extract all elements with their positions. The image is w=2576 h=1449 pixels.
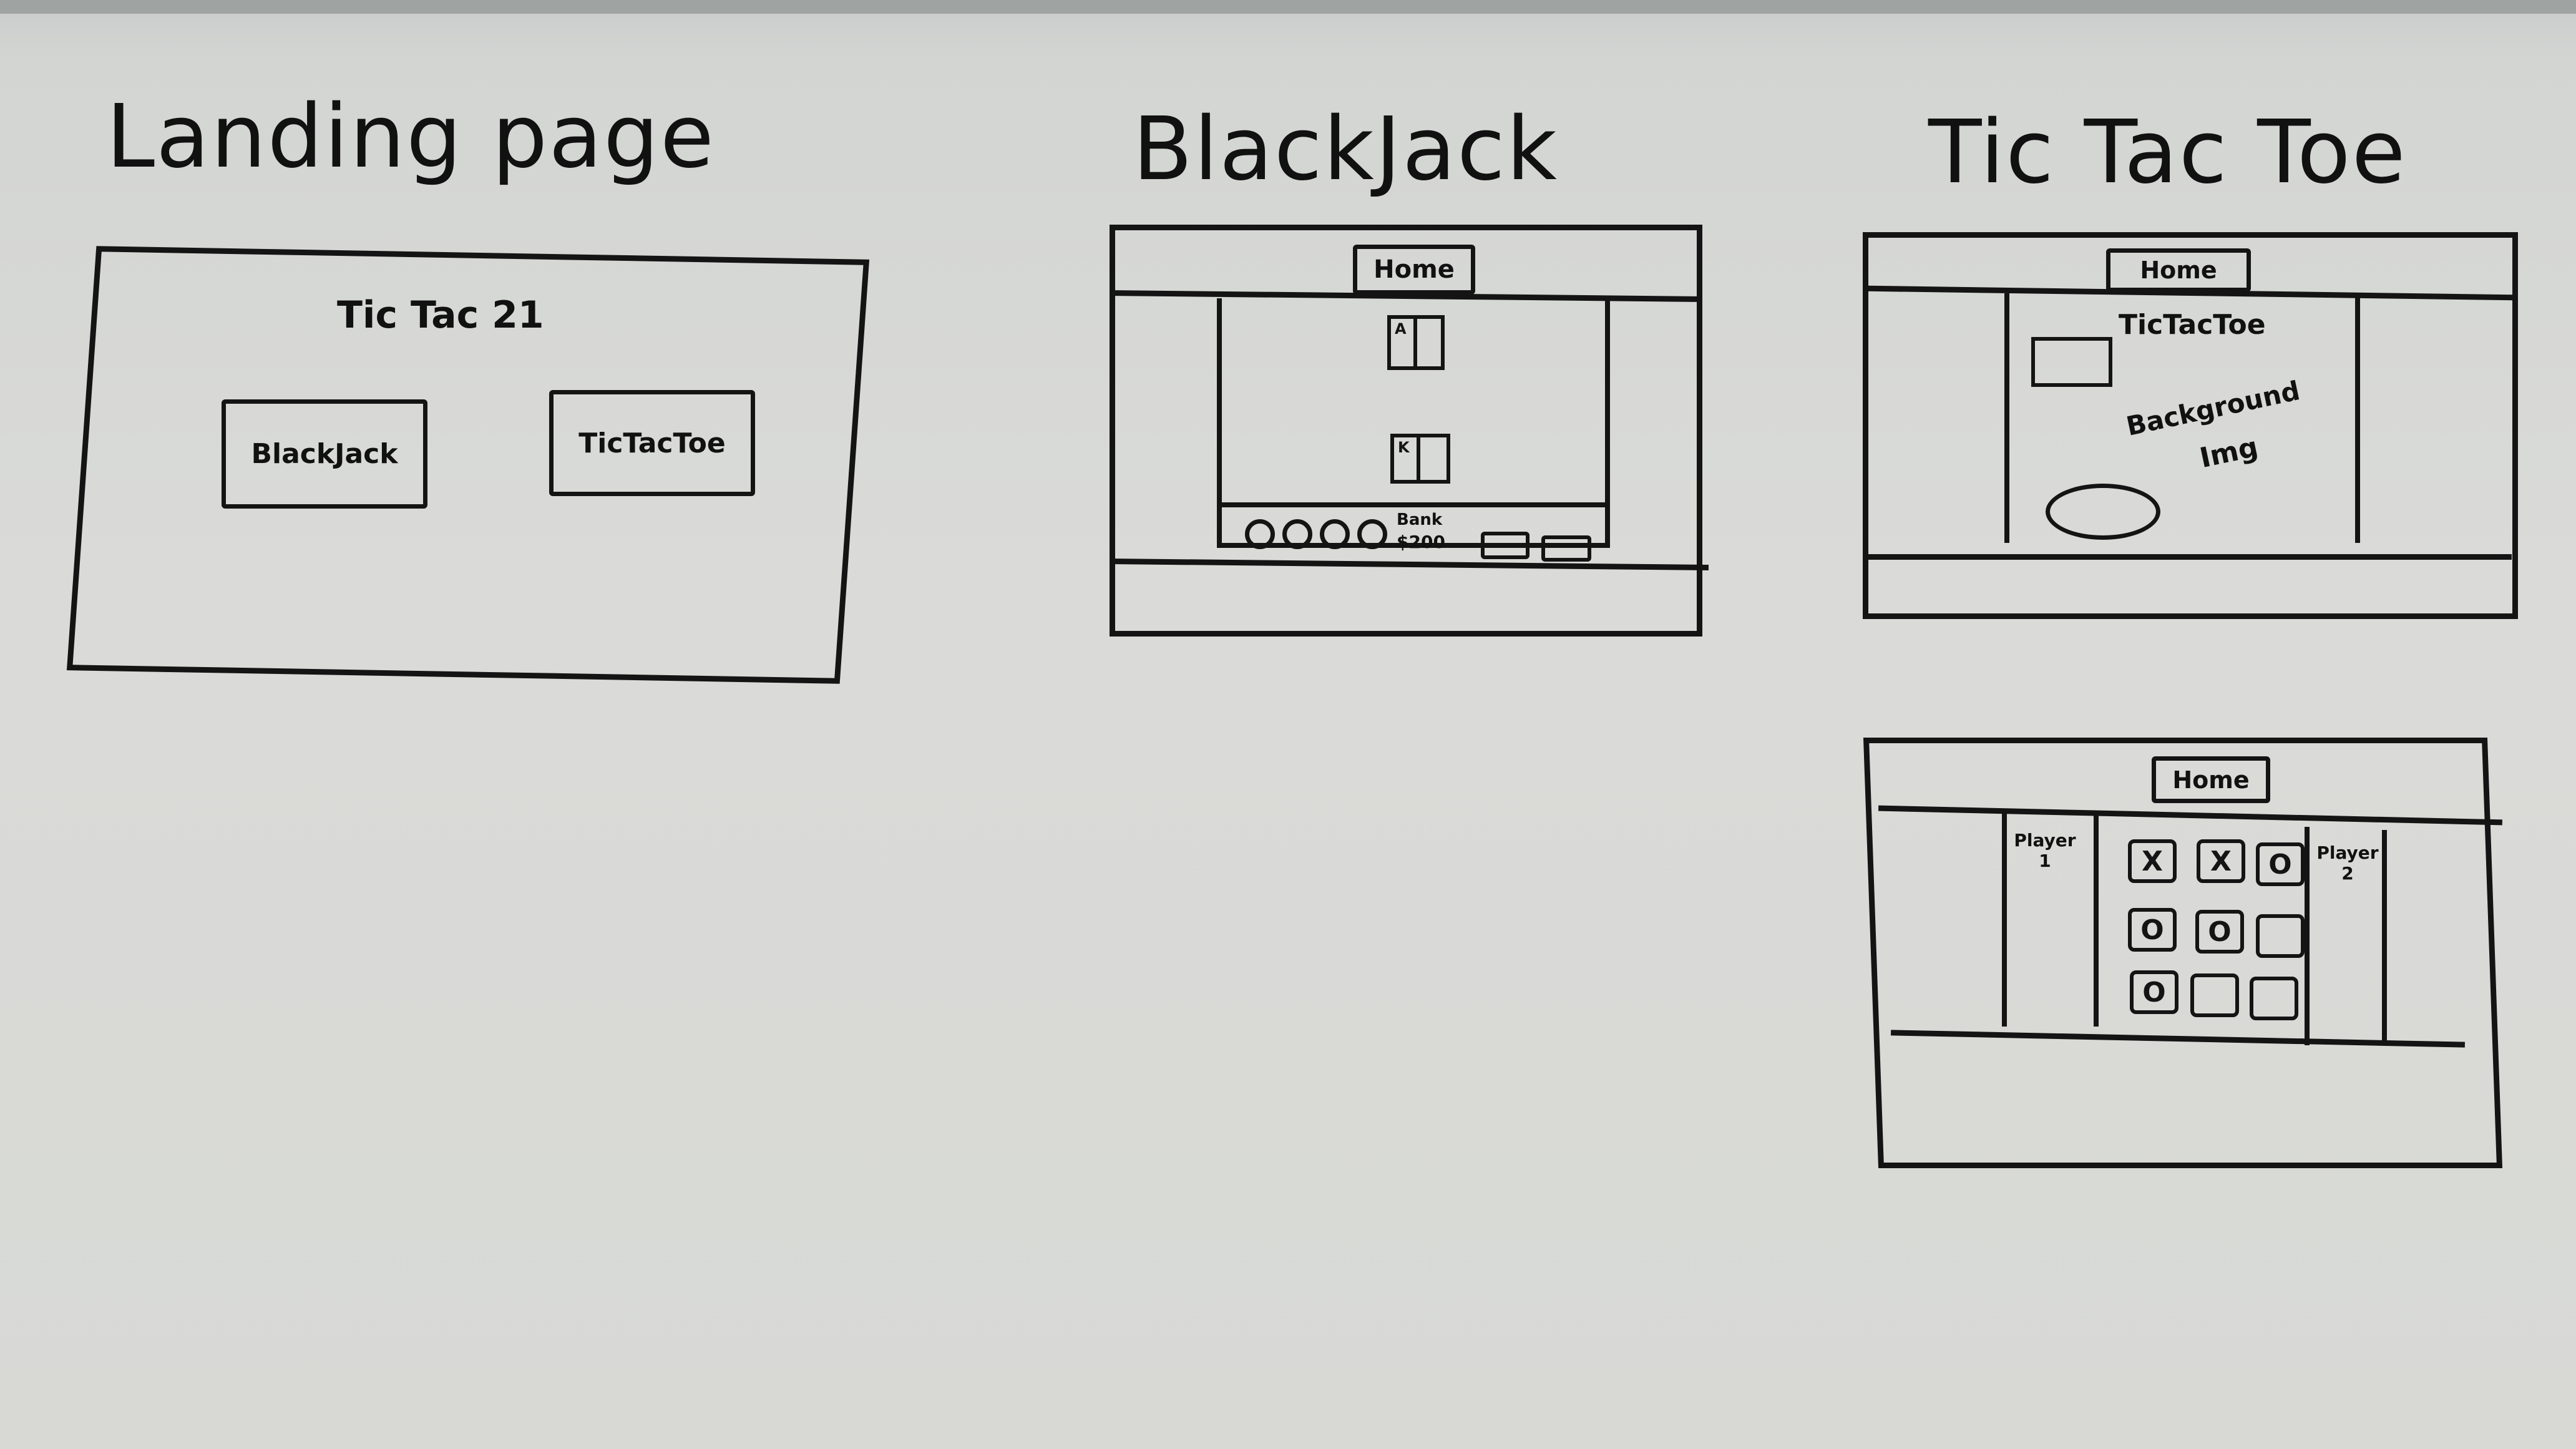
board-cell-5[interactable]: O [2195,910,2244,954]
hit-button[interactable] [1481,532,1530,559]
player-right-divider-b [2382,830,2387,1045]
blackjack-home-button[interactable]: Home [1353,245,1475,295]
player-left-label: Player 1 [2014,830,2076,871]
blackjack-table-bottom [1217,502,1610,507]
tictactoe-button[interactable]: TicTacToe [549,390,755,496]
player-card-split [1417,434,1420,484]
tictactoe-intro-home-button[interactable]: Home [2106,248,2251,292]
blackjack-button[interactable]: BlackJack [222,399,427,509]
tictactoe-intro-frame [1863,232,2518,619]
bank-value: $200 [1397,532,1445,552]
blackjack-table-area [1217,298,1610,548]
player-right-label: Player 2 [2316,842,2379,884]
board-cell-7[interactable]: O [2130,970,2178,1014]
player-left-divider-b [2094,811,2099,1027]
board-cell-1[interactable]: X [2128,839,2177,883]
dealer-card-value: A [1395,320,1407,338]
player-card-value: K [1398,439,1410,456]
player-left-divider-a [2002,811,2007,1027]
whiteboard-top-edge [0,0,2576,14]
chip-4[interactable] [1357,519,1387,549]
heading-landing-page: Landing page [106,86,716,188]
tictactoe-intro-preview-icon [2031,337,2112,387]
tictactoe-intro-title: TicTacToe [2119,309,2266,341]
start-button[interactable] [2046,484,2160,540]
landing-title: Tic Tac 21 [337,293,544,337]
tictactoe-intro-footer-divider [1863,554,2512,560]
heading-tic-tac-toe: Tic Tac Toe [1928,102,2407,203]
board-cell-3[interactable]: O [2256,842,2305,886]
chip-3[interactable] [1320,519,1350,549]
tictactoe-game-home-button[interactable]: Home [2152,756,2270,803]
board-cell-4[interactable]: O [2128,908,2177,952]
player-right-divider-a [2305,827,2310,1045]
stand-button[interactable] [1541,535,1591,562]
chip-2[interactable] [1282,519,1312,549]
board-cell-2[interactable]: X [2197,839,2245,883]
dealer-card-split [1413,315,1417,370]
bank-label: Bank [1397,510,1443,529]
tictactoe-intro-content [2004,293,2360,543]
board-cell-9[interactable] [2250,977,2298,1020]
chip-1[interactable] [1245,519,1275,549]
board-cell-6[interactable] [2256,914,2305,958]
player-card: K [1390,434,1450,484]
blackjack-frame [1110,225,1702,637]
heading-blackjack: BlackJack [1133,99,1558,200]
board-cell-8[interactable] [2190,973,2239,1017]
